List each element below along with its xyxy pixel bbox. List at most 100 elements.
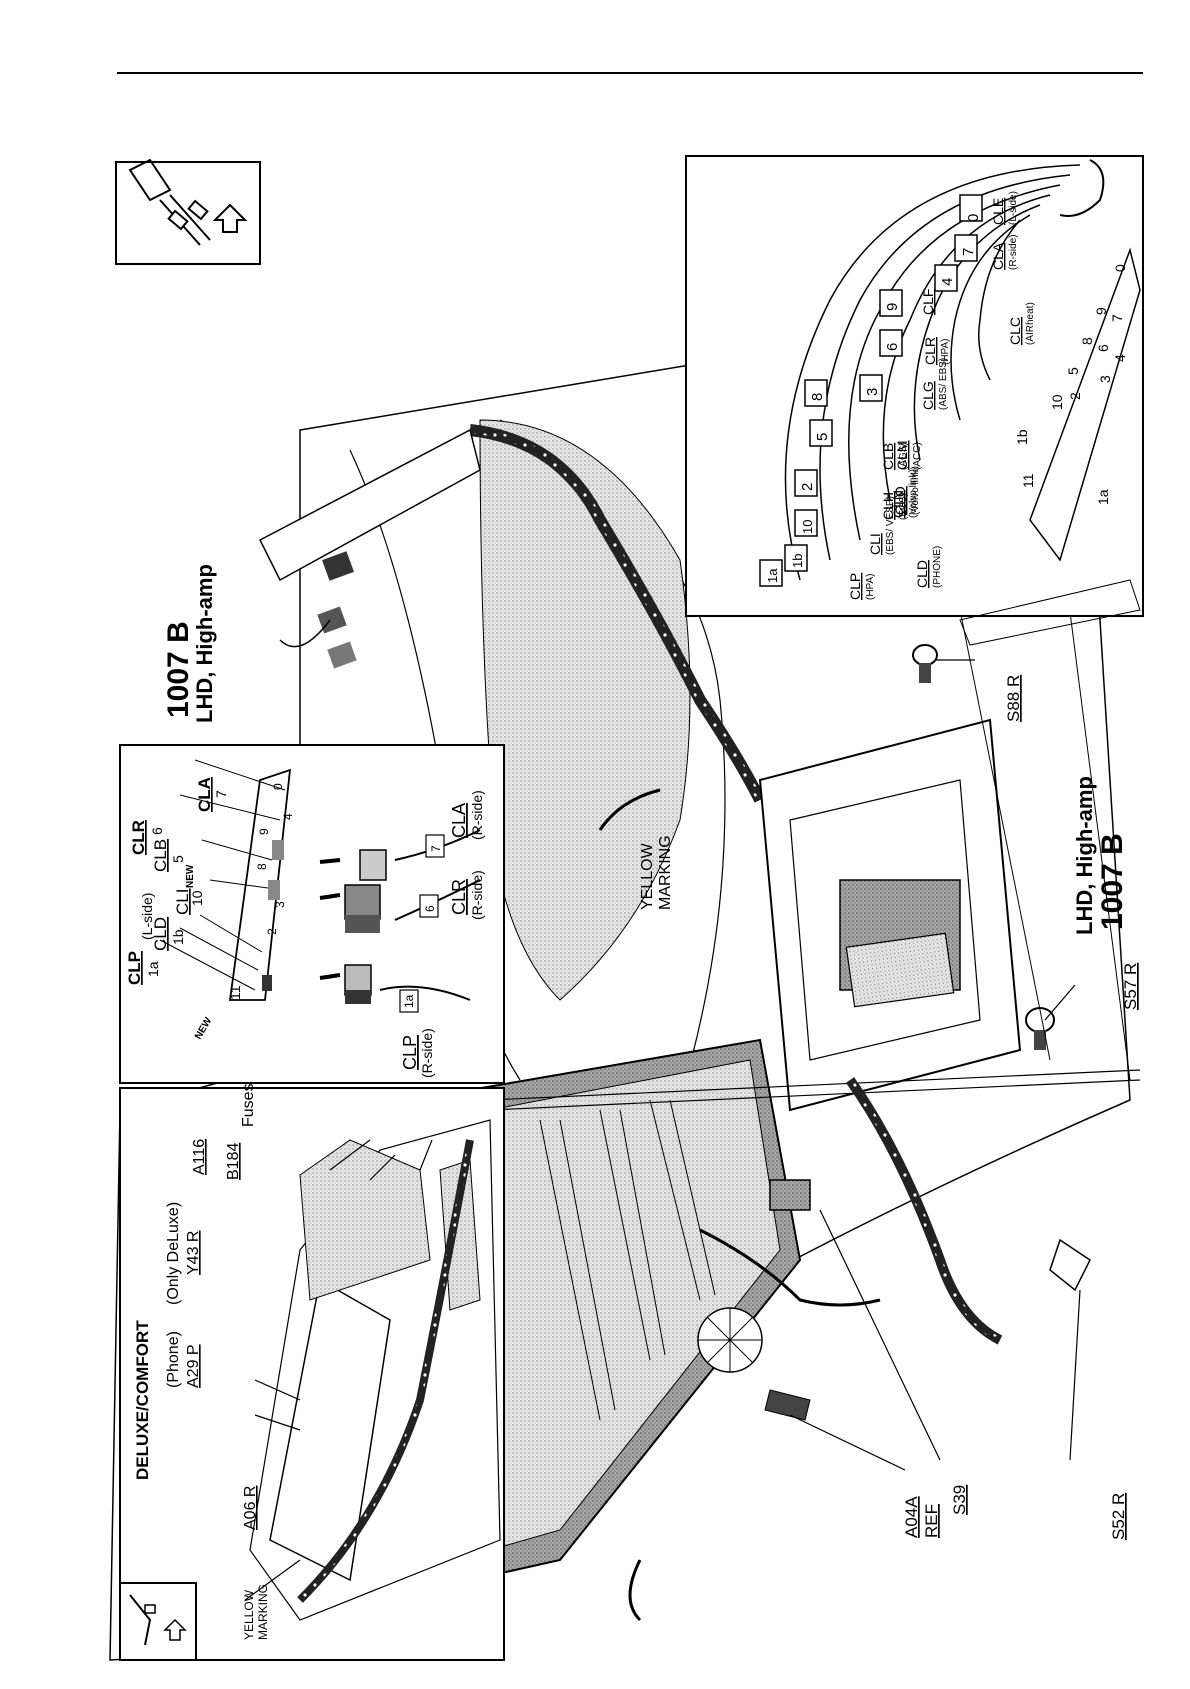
detail-label-cle: CLE(L-side) <box>990 191 1019 225</box>
detail-label-code: CLM <box>894 440 910 470</box>
detail-label-note: (HPA) <box>865 574 876 600</box>
svg-text:CLR: CLR <box>129 820 148 855</box>
svg-text:(R-side): (R-side) <box>469 790 485 840</box>
detail-label-code: CLB <box>880 443 896 470</box>
detail-label-code: CLG <box>920 381 936 410</box>
svg-text:9: 9 <box>257 828 271 835</box>
detail-label-code: CLE <box>990 198 1006 225</box>
svg-text:CLP: CLP <box>125 951 144 985</box>
label-ref: REF <box>922 1504 941 1538</box>
svg-text:5: 5 <box>1065 367 1081 375</box>
svg-text:(R-side): (R-side) <box>419 1028 435 1078</box>
detail-label-code: CLA <box>990 242 1006 270</box>
detail-label-code: CLD <box>914 560 930 588</box>
svg-text:NEW: NEW <box>185 864 196 888</box>
svg-text:B184: B184 <box>225 1143 242 1180</box>
cp-clr-pin: 6 <box>149 827 165 835</box>
cp-bottom-clr: CLR <box>449 879 469 915</box>
detail-label-note: (Volvo link) <box>908 469 919 518</box>
detail-label-code: CLF <box>920 289 936 315</box>
title-top-line2: LHD, High-amp <box>192 564 217 723</box>
svg-text:11: 11 <box>1020 473 1036 488</box>
svg-text:6: 6 <box>884 343 901 351</box>
svg-text:11: 11 <box>227 985 243 1000</box>
deluxe-header: DELUXE/COMFORT <box>133 1320 152 1480</box>
yellow-marking-line2: MARKING <box>657 835 674 910</box>
detail-label-clh: CLH(ECS) <box>880 492 909 520</box>
svg-text:10: 10 <box>1049 394 1065 410</box>
yellow-marking-label: YELLOW MARKING <box>639 835 674 910</box>
svg-text:1a: 1a <box>765 568 780 583</box>
svg-text:1a: 1a <box>402 994 416 1008</box>
svg-text:CLA: CLA <box>449 803 469 838</box>
svg-text:0: 0 <box>965 214 982 222</box>
detail-label-cla: CLA(R-side) <box>990 234 1019 270</box>
svg-text:8: 8 <box>1079 337 1095 345</box>
svg-text:(L-side): (L-side) <box>139 893 155 940</box>
detail-pin-labels: 11 1b 1a <box>1014 429 1111 505</box>
svg-text:5: 5 <box>814 433 831 441</box>
label-a04a: A04A <box>902 1496 921 1538</box>
detail-label-note: (Volvo link) <box>910 466 921 515</box>
label-s39: S39 <box>950 1485 969 1515</box>
detail-label-clo: CLO(Volvo link) <box>892 466 921 515</box>
title-right-line1: 1007 B <box>1096 833 1129 930</box>
detail-label-note: (R-side) <box>1008 234 1019 270</box>
svg-text:5: 5 <box>170 855 186 863</box>
detail-label-cln: CLN(Volvo link) <box>890 469 919 518</box>
yellow-marking-line1: YELLOW <box>639 842 656 910</box>
svg-text:2: 2 <box>265 928 279 935</box>
svg-text:7: 7 <box>213 790 229 798</box>
detail-plug-numbers: 0 7 4 9 6 3 8 5 2 10 1b 1a <box>765 214 982 583</box>
svg-text:REF: REF <box>922 1504 941 1538</box>
detail-labels: CLE(L-side)CLA(R-side)CLC(AIRheat)CLFCLR… <box>847 191 1036 600</box>
detail-label-clb: CLB(AGS) <box>880 442 909 470</box>
deluxe-label-phone: (Phone) <box>165 1331 182 1388</box>
cp-bottom-clr-side: (R-side) <box>469 870 485 920</box>
svg-text:6: 6 <box>149 827 165 835</box>
detail-panel <box>685 155 1144 646</box>
cp-cli-pin: 10 <box>189 890 205 906</box>
detail-label-note: (HPA) <box>940 339 951 365</box>
deluxe-label-fuses: Fuses <box>240 1083 257 1127</box>
label-s88r: S88 R <box>1004 675 1023 722</box>
cp-plug-7: 7 <box>429 845 443 852</box>
cp-cla-pin: 7 <box>213 790 229 798</box>
detail-label-code: CLN <box>890 490 906 518</box>
svg-text:2: 2 <box>799 483 816 491</box>
svg-text:CLB: CLB <box>151 839 170 872</box>
svg-text:2: 2 <box>1067 392 1083 400</box>
svg-text:CLI: CLI <box>173 889 192 915</box>
svg-text:7: 7 <box>429 845 443 852</box>
detail-label-code: CLR <box>922 337 938 365</box>
svg-text:7: 7 <box>1109 314 1125 322</box>
svg-text:1a: 1a <box>145 961 161 977</box>
detail-label-clp: CLP(HPA) <box>847 573 876 600</box>
svg-text:CLA: CLA <box>195 777 214 812</box>
svg-text:9: 9 <box>1093 307 1109 315</box>
detail-label-clg: CLG(ABS/ EBS) <box>920 358 949 410</box>
cp-clb: CLB <box>151 839 170 872</box>
deluxe-label-a116: A116 <box>191 1139 208 1175</box>
cp-clr: CLR <box>129 820 148 855</box>
label-s57r: S57 R <box>1121 963 1140 1010</box>
detail-label-note: (EBS/ VESP) <box>885 496 896 555</box>
title-right-line2: LHD, High-amp <box>1072 776 1097 935</box>
svg-text:A29 P: A29 P <box>185 1344 202 1388</box>
svg-text:CLP: CLP <box>400 1035 420 1070</box>
title-top-line1: 1007 B <box>162 621 195 718</box>
deluxe-label-a29p: A29 P <box>185 1344 202 1388</box>
main-leader-lines <box>598 659 1081 1471</box>
cp-socket-numbers: 2 3 8 9 4 0 <box>255 783 295 935</box>
detail-label-note: (ACC) <box>912 442 923 470</box>
cp-bottom-cla: CLA <box>449 803 469 838</box>
svg-text:6: 6 <box>423 905 437 912</box>
cp-new: NEW <box>185 864 196 888</box>
svg-text:8: 8 <box>809 393 826 401</box>
svg-text:1a: 1a <box>1095 489 1111 505</box>
svg-text:CLR: CLR <box>449 879 469 915</box>
svg-text:CLD: CLD <box>151 917 170 951</box>
detail-label-code: CLI <box>867 533 883 555</box>
main-title-top: 1007 B LHD, High-amp <box>162 564 217 723</box>
